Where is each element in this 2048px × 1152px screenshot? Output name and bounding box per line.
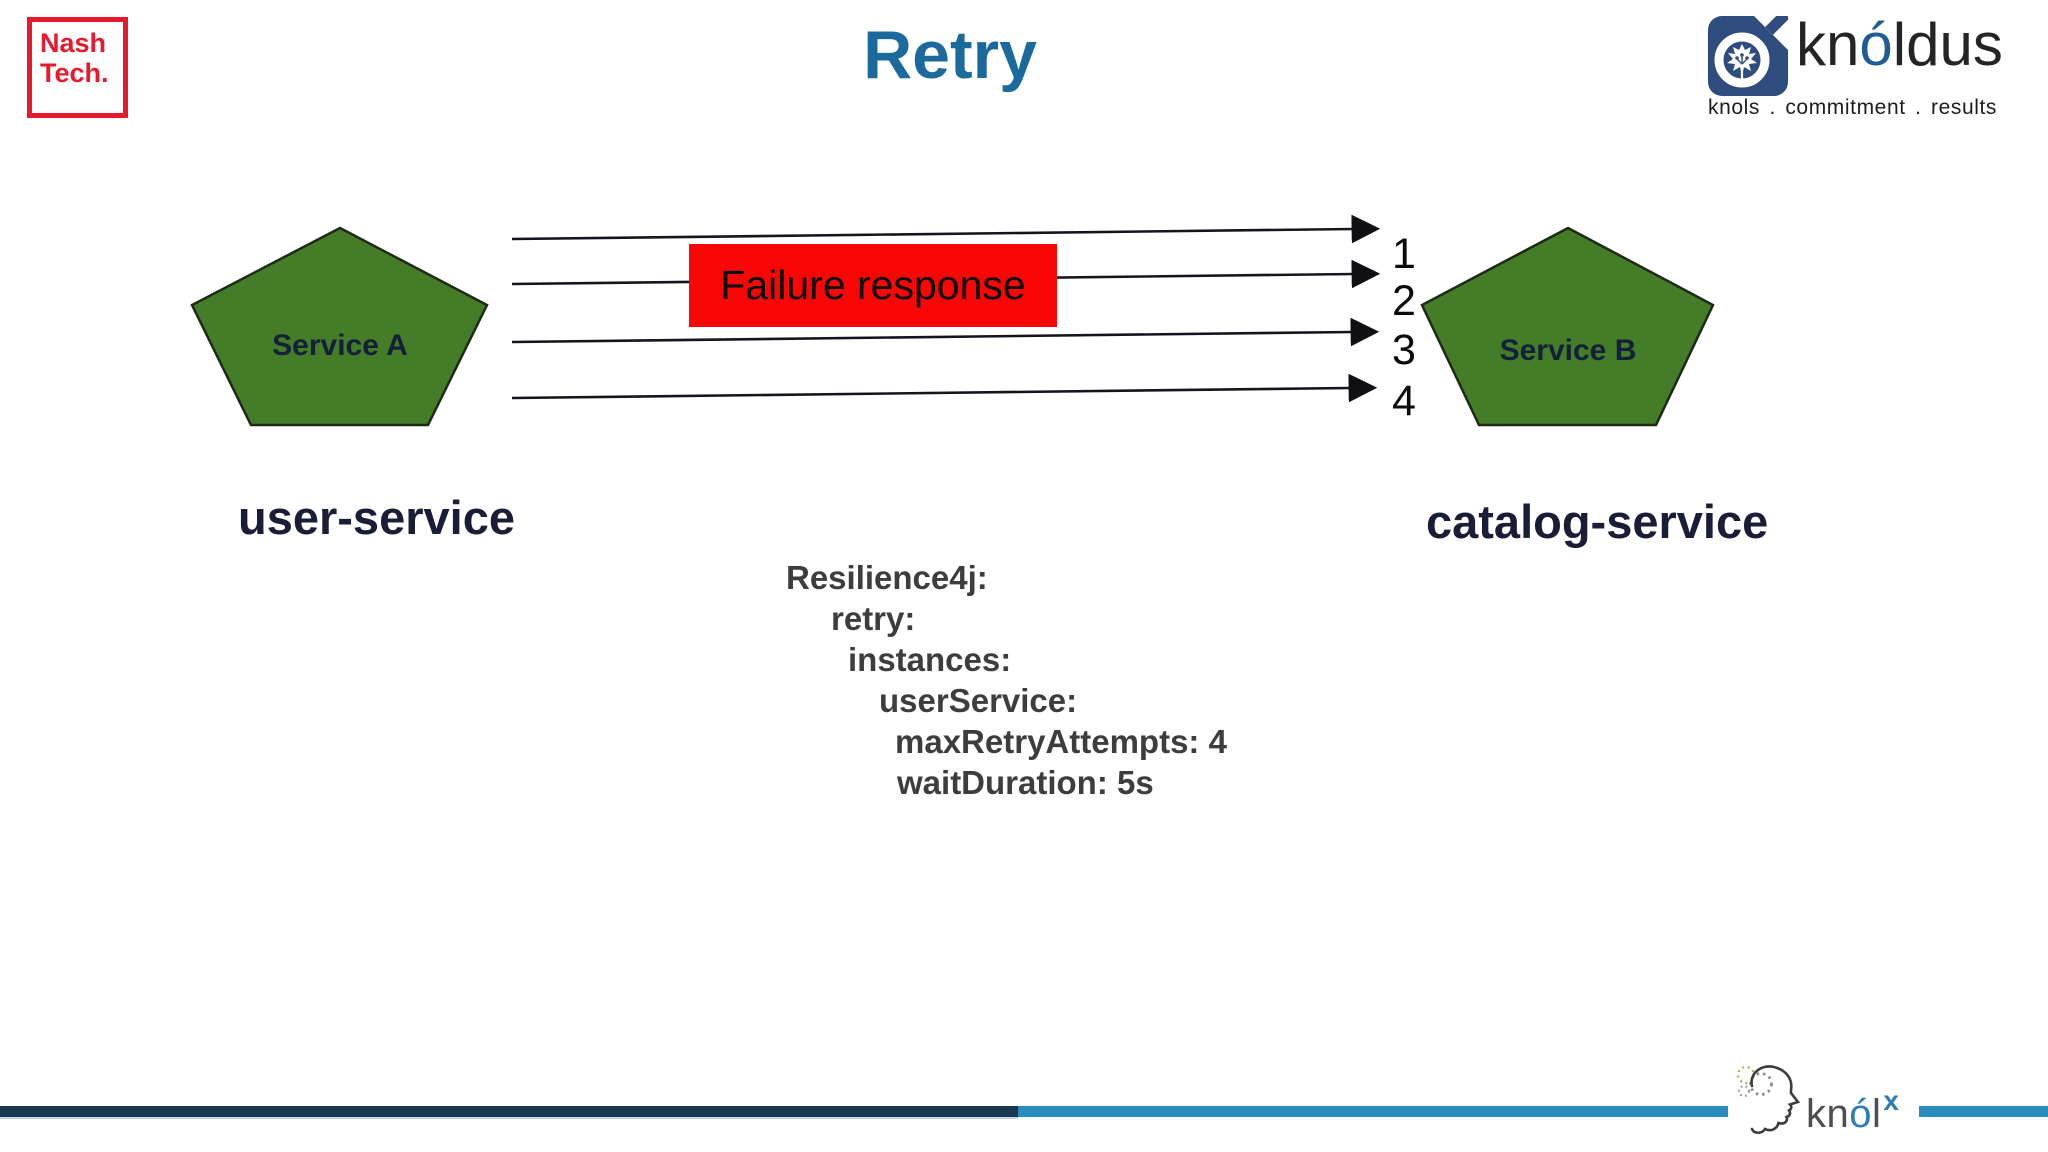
service-a-pentagon bbox=[190, 226, 489, 427]
attempt-number-3: 3 bbox=[1392, 326, 1416, 374]
resilience4j-config: Resilience4j: retry: instances: userServ… bbox=[786, 557, 1227, 803]
knoldus-wordmark-pre: kn bbox=[1796, 11, 1860, 78]
config-line-maxretryattempts: maxRetryAttempts: 4 bbox=[895, 723, 1227, 760]
knoldus-wordmark-accent: ó bbox=[1859, 11, 1893, 78]
nashtech-logo-line2: Tech. bbox=[40, 57, 109, 88]
knolx-wordmark-pre: kn bbox=[1806, 1092, 1850, 1136]
knoldus-wordmark: knóldus bbox=[1796, 12, 2003, 78]
knoldus-tagline: knols . commitment . results bbox=[1708, 96, 1998, 119]
footer-bar-underline bbox=[0, 1117, 1018, 1119]
retry-arrow-4 bbox=[511, 373, 1378, 403]
nashtech-logo-line1: Nash bbox=[40, 28, 107, 58]
service-b-pentagon bbox=[1420, 226, 1715, 427]
attempt-number-2: 2 bbox=[1392, 277, 1416, 325]
footer-bar-blue bbox=[1018, 1106, 2048, 1117]
catalog-service-caption: catalog-service bbox=[1426, 495, 1769, 548]
nashtech-logo: Nash Tech. bbox=[27, 17, 128, 118]
failure-response-label: Failure response bbox=[720, 262, 1026, 308]
knolx-wordmark-sup-x: x bbox=[1883, 1085, 1900, 1116]
attempt-number-4: 4 bbox=[1392, 377, 1416, 425]
knoldus-maple-leaf-icon bbox=[1708, 16, 1788, 96]
retry-arrow-1 bbox=[511, 214, 1381, 244]
knolx-wordmark-accent: ó bbox=[1849, 1092, 1872, 1136]
service-a-label: Service A bbox=[272, 329, 408, 362]
config-line-waitduration: waitDuration: 5s bbox=[897, 764, 1154, 801]
knolx-logo: knólx bbox=[1728, 1048, 1919, 1140]
footer-bar-dark bbox=[0, 1106, 1018, 1117]
config-line-instances: instances: bbox=[848, 641, 1012, 678]
knolx-head-icon bbox=[1736, 1065, 1801, 1135]
retry-arrow-3 bbox=[511, 317, 1380, 347]
failure-response-box: Failure response bbox=[689, 244, 1057, 327]
attempt-number-1: 1 bbox=[1392, 230, 1416, 278]
service-b-label: Service B bbox=[1499, 334, 1637, 367]
config-line-retry: retry: bbox=[831, 600, 916, 637]
user-service-caption: user-service bbox=[238, 491, 515, 544]
page-title: Retry bbox=[863, 17, 1037, 93]
knoldus-wordmark-post: ldus bbox=[1892, 11, 2003, 78]
knoldus-logo: knóldus knols . commitment . results bbox=[1706, 12, 2042, 119]
knolx-wordmark-post: l bbox=[1872, 1092, 1882, 1136]
config-line-userservice: userService: bbox=[879, 682, 1078, 719]
knolx-wordmark: knólx bbox=[1806, 1085, 1899, 1140]
config-line-resilience4j: Resilience4j: bbox=[786, 559, 988, 596]
